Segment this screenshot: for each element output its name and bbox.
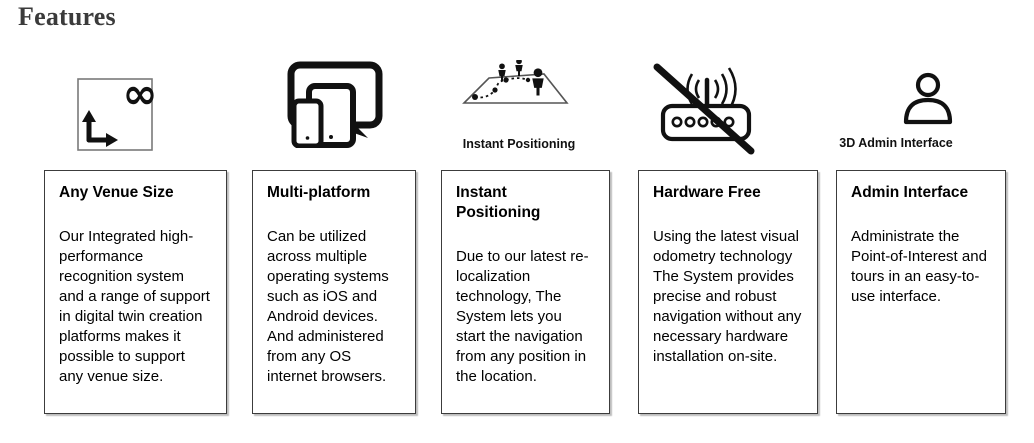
- feature-title: Hardware Free: [653, 184, 761, 201]
- feature-card-any-venue-size: Any Venue Size Our Integrated high- perf…: [44, 170, 227, 414]
- router-crossed-out-icon: [650, 58, 758, 155]
- feature-description: Administrate the Point-of-Interest and t…: [851, 228, 987, 305]
- feature-title: Admin Interface: [851, 184, 969, 201]
- feature-description: Using the latest visual odometry technol…: [653, 228, 802, 365]
- feature-description: Our Integrated high- performance recogni…: [59, 228, 210, 385]
- feature-title: Instant Positioning: [456, 184, 541, 221]
- multi-device-icon: [286, 60, 384, 148]
- feature-description: Can be utilized across multiple operatin…: [267, 228, 389, 385]
- feature-card-admin-interface: Admin Interface Administrate the Point-o…: [836, 170, 1006, 414]
- venue-size-icon: ∞: [76, 74, 168, 152]
- section-title: Features: [18, 2, 116, 31]
- feature-description: Due to our latest re-localization techno…: [456, 248, 589, 385]
- feature-card-hardware-free: Hardware Free Using the latest visual od…: [638, 170, 818, 414]
- feature-card-instant-positioning: Instant Positioning Due to our latest re…: [441, 170, 610, 414]
- admin-interface-caption: 3D Admin Interface: [839, 136, 953, 150]
- feature-card-multi-platform: Multi-platform Can be utilized across mu…: [252, 170, 416, 414]
- map-people-path-icon: [460, 60, 572, 107]
- person-icon: [902, 72, 954, 126]
- instant-positioning-caption: Instant Positioning: [462, 137, 576, 151]
- feature-title: Any Venue Size: [59, 184, 174, 201]
- svg-text:∞: ∞: [123, 74, 158, 118]
- feature-title: Multi-platform: [267, 184, 371, 201]
